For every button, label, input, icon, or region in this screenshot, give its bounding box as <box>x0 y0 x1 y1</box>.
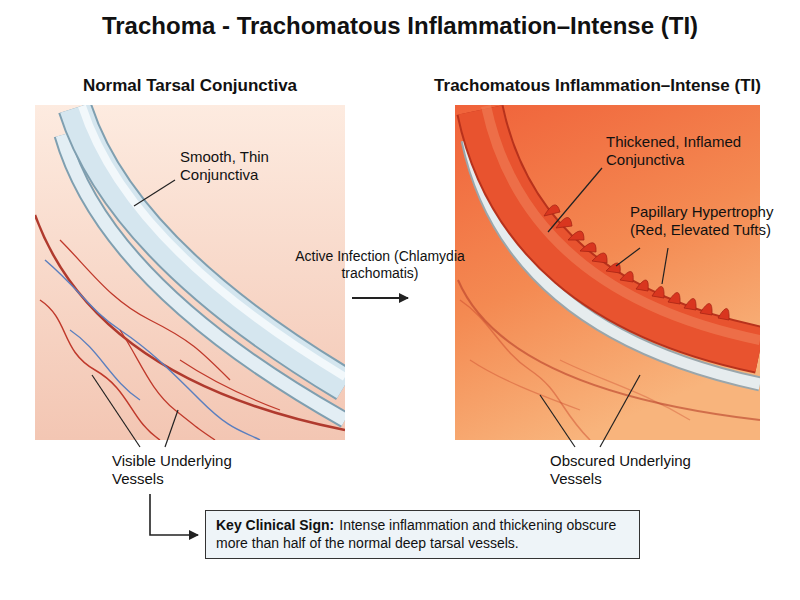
part-label: Obscured Underlying Vessels <box>550 452 700 488</box>
part-label: Smooth, Thin Conjunctiva <box>180 148 320 184</box>
bracket-arrow <box>150 494 198 535</box>
part-label: Thickened, Inflamed Conjunctiva <box>606 133 766 169</box>
panel-heading: Normal Tarsal Conjunctiva <box>30 76 350 96</box>
box-heading: Key Clinical Sign: <box>216 517 334 533</box>
arrow-label: Active Infection (Chlamydia trachomatis) <box>282 248 478 282</box>
part-label: Visible Underlying Vessels <box>112 452 262 488</box>
title: Trachoma - Trachomatous Inflammation–Int… <box>0 12 800 41</box>
key-sign-box: Key Clinical Sign:Intense inflammation a… <box>205 510 640 559</box>
normal-conjunctiva-drawing <box>35 105 345 440</box>
panel-heading: Trachomatous Inflammation–Intense (TI) <box>400 76 795 96</box>
leader-lines <box>92 168 668 447</box>
part-label: Papillary Hypertrophy (Red, Elevated Tuf… <box>630 203 795 239</box>
infection-arrow <box>352 297 408 299</box>
